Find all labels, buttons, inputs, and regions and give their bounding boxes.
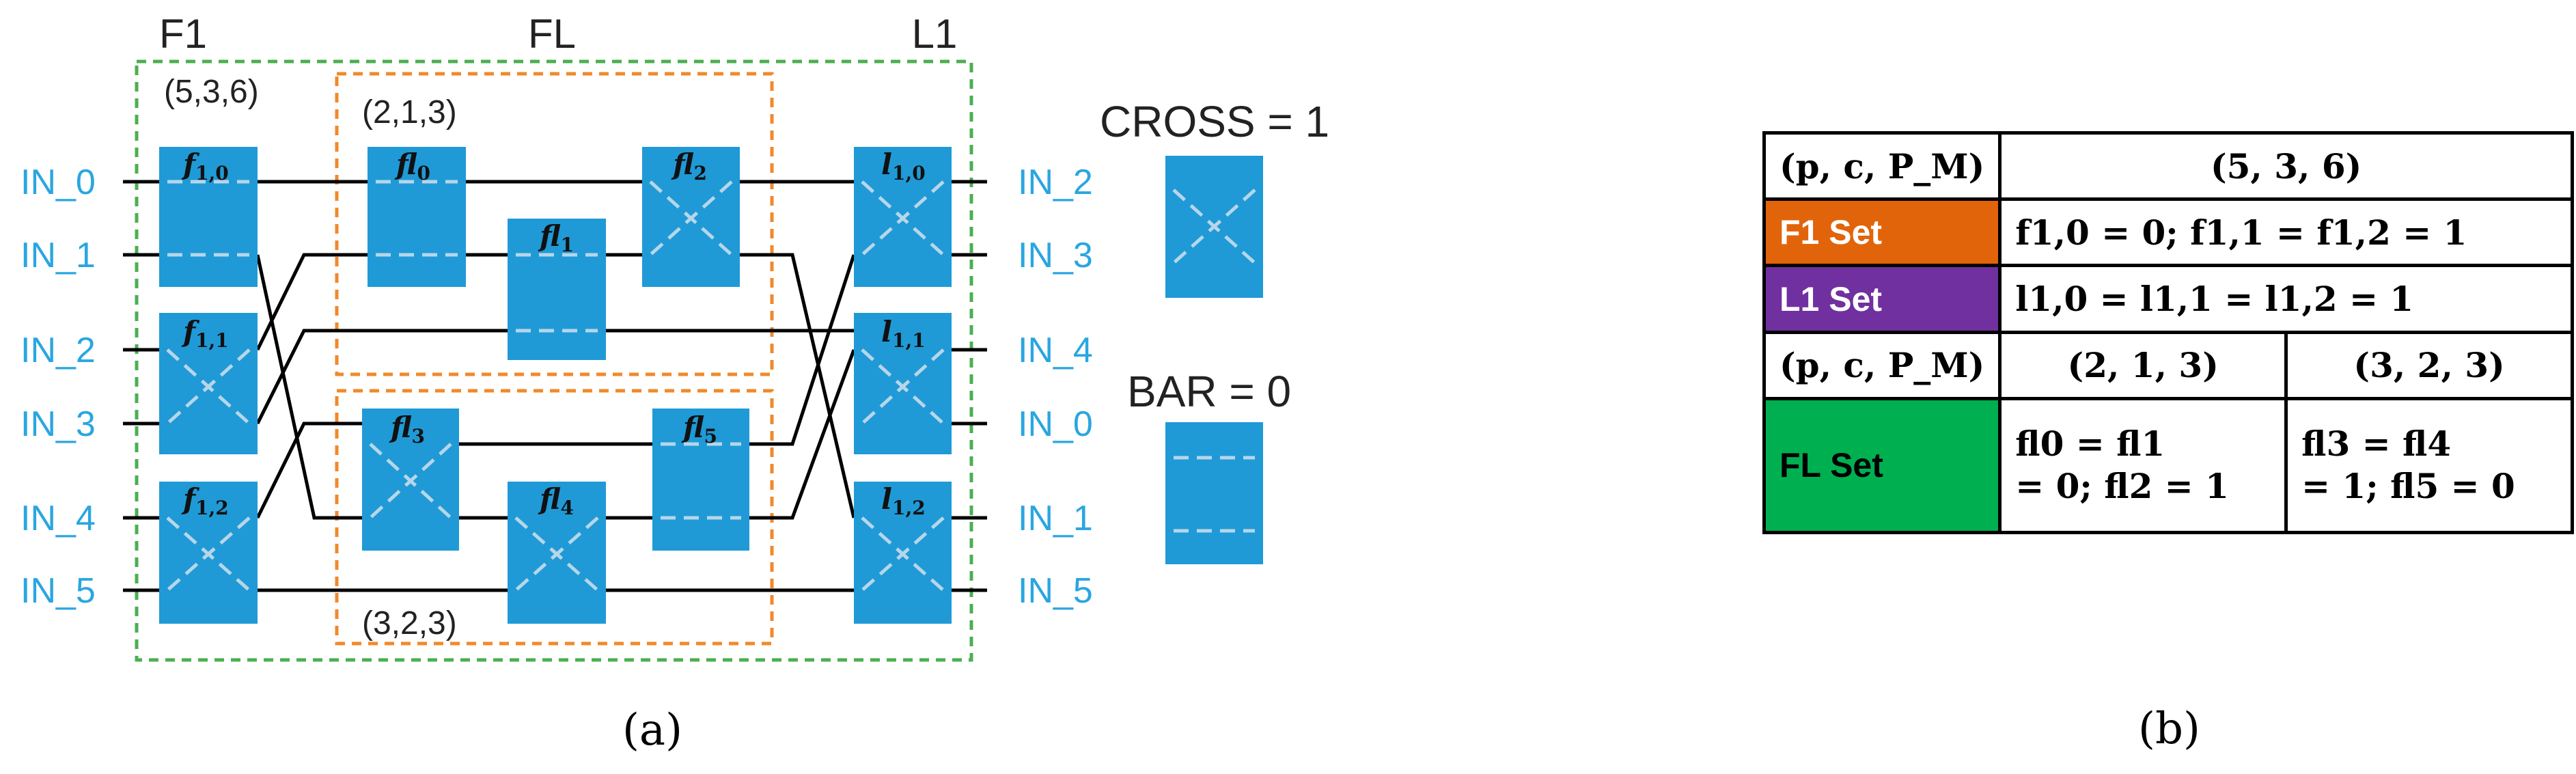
interconnect-lines [255, 180, 952, 592]
panel-label-a: (a) [622, 705, 682, 756]
switch-label-fl0: fl0 [394, 148, 430, 184]
table-row: F1 Set f1,0 = 0; f1,1 = f1,2 = 1 [1762, 197, 2574, 268]
switch-label-fl5: fl5 [681, 411, 717, 447]
output-label: IN_4 [1018, 331, 1093, 370]
l1-set-value: l1,0 = l1,1 = l1,2 = 1 [1998, 264, 2574, 334]
table-row: FL Set fl0 = fl1 = 0; fl2 = 1 fl3 = fl4 … [1762, 396, 2574, 535]
f1-set-value: f1,0 = 0; f1,1 = f1,2 = 1 [1998, 197, 2574, 268]
fl-set-value-b: fl3 = fl4 = 1; fl5 = 0 [2284, 396, 2574, 535]
param-value: (5, 3, 6) [1998, 130, 2574, 202]
param-fl-top: (2,1,3) [362, 94, 457, 130]
input-label: IN_2 [20, 331, 96, 370]
param-label: (p, c, P_M) [1762, 130, 2002, 202]
fl-set-label: FL Set [1762, 396, 2002, 535]
switch-label-l11: l1,1 [881, 315, 926, 352]
group-title-f1: F1 [159, 11, 207, 57]
fl-set-value-a: fl0 = fl1 = 0; fl2 = 1 [1998, 396, 2288, 535]
switch-l12 [854, 482, 952, 624]
legend-bar-label: BAR = 0 [1127, 367, 1291, 416]
input-label: IN_3 [20, 404, 96, 444]
switch-l11 [854, 313, 952, 454]
input-label: IN_1 [20, 236, 96, 275]
io-stubs [123, 180, 987, 592]
l1-set-label: L1 Set [1762, 264, 2002, 334]
switch-l10 [854, 147, 952, 287]
switch-label-fl1: fl1 [538, 219, 574, 256]
switch-f10 [159, 147, 258, 287]
switch-label-l10: l1,0 [881, 148, 926, 184]
input-label: IN_0 [20, 163, 96, 202]
switch-label-fl3: fl3 [389, 411, 425, 447]
legend-cross-switch [1165, 156, 1263, 298]
input-label: IN_4 [20, 499, 96, 538]
table-row: (p, c, P_M) (5, 3, 6) [1762, 130, 2574, 202]
param-outer: (5,3,6) [164, 74, 259, 110]
fl-set-value-a-line2: = 0; fl2 = 1 [2015, 466, 2229, 507]
panel-label-b: (b) [2138, 704, 2200, 754]
switch-fl5 [652, 409, 749, 551]
parameter-table: (p, c, P_M) (5, 3, 6) F1 Set f1,0 = 0; f… [1762, 130, 2574, 535]
network-diagram: F1 FL L1 (5,3,6) (2,1,3) (3,2,3) IN_0 IN… [20, 11, 1329, 756]
group-title-l1: L1 [912, 11, 958, 57]
f1-set-label: F1 Set [1762, 197, 2002, 268]
switch-label-l12: l1,2 [881, 482, 926, 519]
param-value-a: (2, 1, 3) [1998, 330, 2288, 400]
switch-fl3 [362, 409, 459, 551]
output-label: IN_5 [1018, 571, 1093, 611]
switch-f11 [159, 313, 258, 454]
legend-cross-label: CROSS = 1 [1100, 97, 1329, 146]
input-labels: IN_0 IN_1 IN_2 IN_3 IN_4 IN_5 [20, 163, 96, 611]
legend-bar-switch [1165, 422, 1263, 564]
switch-label-f10: f1,0 [181, 148, 229, 184]
switch-fl0 [368, 147, 466, 287]
param-value-b: (3, 2, 3) [2284, 330, 2574, 400]
fl-top-group-border [335, 72, 774, 376]
group-title-fl: FL [528, 11, 576, 57]
param-label: (p, c, P_M) [1762, 330, 2002, 400]
table-row: (p, c, P_M) (2, 1, 3) (3, 2, 3) [1762, 330, 2574, 400]
switch-fl1 [508, 219, 606, 360]
fl-set-value-b-line1: fl3 = fl4 [2301, 424, 2452, 465]
switch-fl2 [642, 147, 740, 287]
f1-l1-group-border [135, 59, 973, 662]
fl-set-value-b-line2: = 1; fl5 = 0 [2301, 466, 2515, 507]
switch-label-fl2: fl2 [671, 148, 707, 184]
fl-set-value-a-line1: fl0 = fl1 [2015, 424, 2165, 465]
output-label: IN_0 [1018, 404, 1093, 444]
table-row: L1 Set l1,0 = l1,1 = l1,2 = 1 [1762, 264, 2574, 334]
output-label: IN_2 [1018, 163, 1093, 202]
param-fl-bottom: (3,2,3) [362, 605, 457, 641]
output-label: IN_3 [1018, 236, 1093, 275]
switch-fl4 [508, 482, 606, 624]
switch-f12 [159, 482, 258, 624]
switch-label-fl4: fl4 [538, 482, 574, 519]
output-label: IN_1 [1018, 499, 1093, 538]
output-labels: IN_2 IN_3 IN_4 IN_0 IN_1 IN_5 [1018, 163, 1093, 611]
input-label: IN_5 [20, 571, 96, 611]
